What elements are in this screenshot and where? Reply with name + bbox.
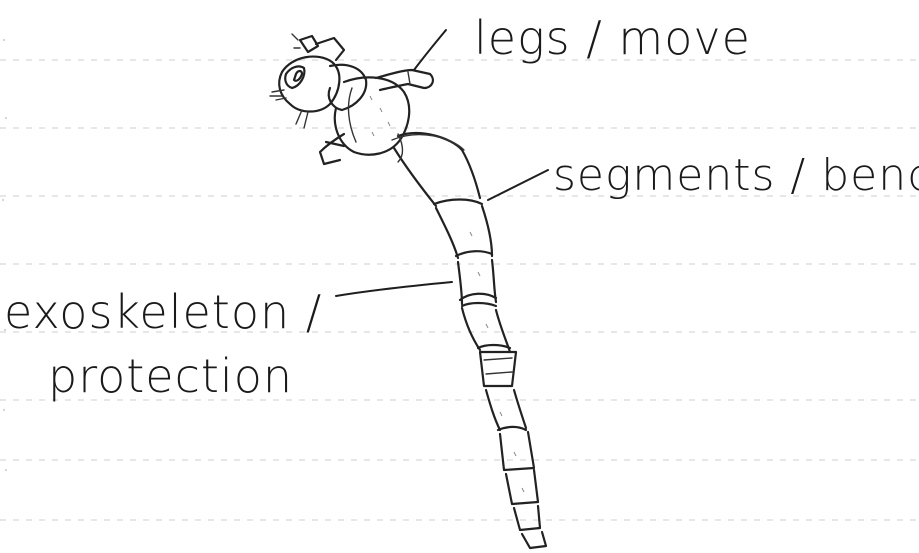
label-exoskeleton: exoskeleton / — [4, 285, 322, 339]
leader-legs — [414, 30, 446, 70]
leader-lines — [336, 30, 548, 296]
margin-specks — [2, 39, 7, 471]
label-segments: segments / bend — [553, 150, 919, 201]
leader-exoskeleton — [336, 282, 452, 296]
larva-legs — [320, 70, 433, 164]
larva-head — [270, 34, 344, 128]
label-protection: protection — [48, 349, 293, 403]
larva-abdomen — [392, 133, 546, 548]
label-legs: legs / move — [474, 11, 751, 65]
larva-thorax — [329, 65, 409, 155]
